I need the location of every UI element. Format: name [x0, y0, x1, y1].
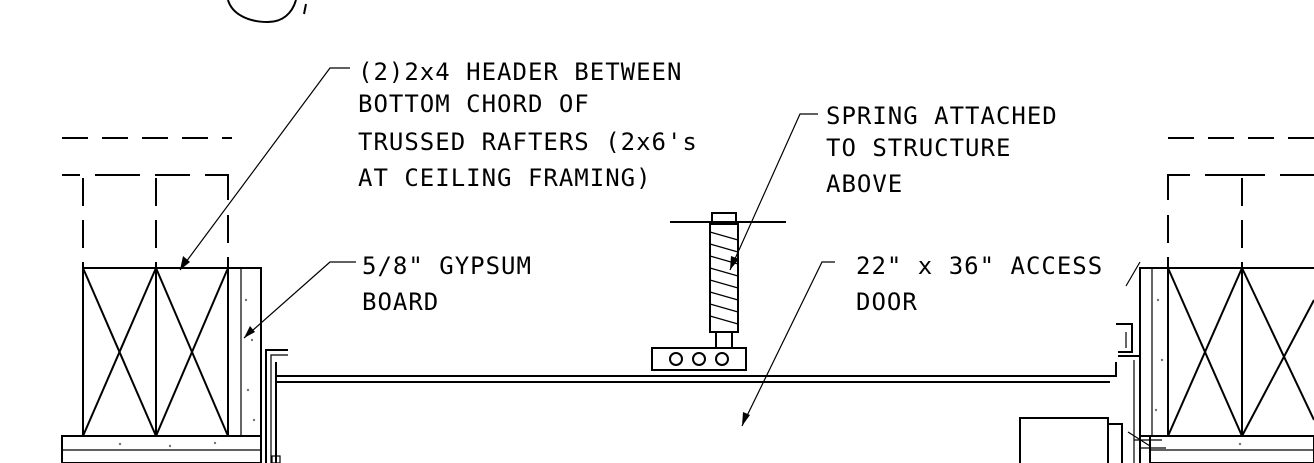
door-label-line2: DOOR: [856, 288, 918, 316]
left-header-blocks: [82, 267, 229, 437]
detail-bubble-tick: [303, 3, 307, 15]
spring-label-line1: SPRING ATTACHED: [826, 102, 1058, 130]
spring-label-line2: TO STRUCTURE: [826, 134, 1011, 162]
left-door-frame: [265, 349, 288, 463]
access-door-panel: [276, 362, 1117, 383]
detail-callout-bubble: [227, 0, 297, 24]
header-label-line3: TRUSSED RAFTERS (2x6's: [358, 128, 698, 156]
gypsum-label-line1: 5/8" GYPSUM: [362, 252, 532, 280]
gypsum-label-line2: BOARD: [362, 288, 439, 316]
right-header-blocks: [1167, 267, 1314, 437]
spring-label-line3: ABOVE: [826, 170, 903, 198]
right-door-frame: [1019, 323, 1166, 463]
door-label-line1: 22" x 36" ACCESS: [856, 252, 1103, 280]
spring-assembly: [651, 212, 786, 371]
left-gypsum-board: [61, 267, 262, 463]
leader-lines: [179, 67, 1141, 427]
header-label-line4: AT CEILING FRAMING): [358, 164, 652, 192]
header-label-line2: BOTTOM CHORD OF: [358, 90, 590, 118]
left-framing-dashed: [62, 137, 232, 268]
right-framing-dashed: [1167, 137, 1314, 268]
header-label-line1: (2)2x4 HEADER BETWEEN: [358, 58, 682, 86]
